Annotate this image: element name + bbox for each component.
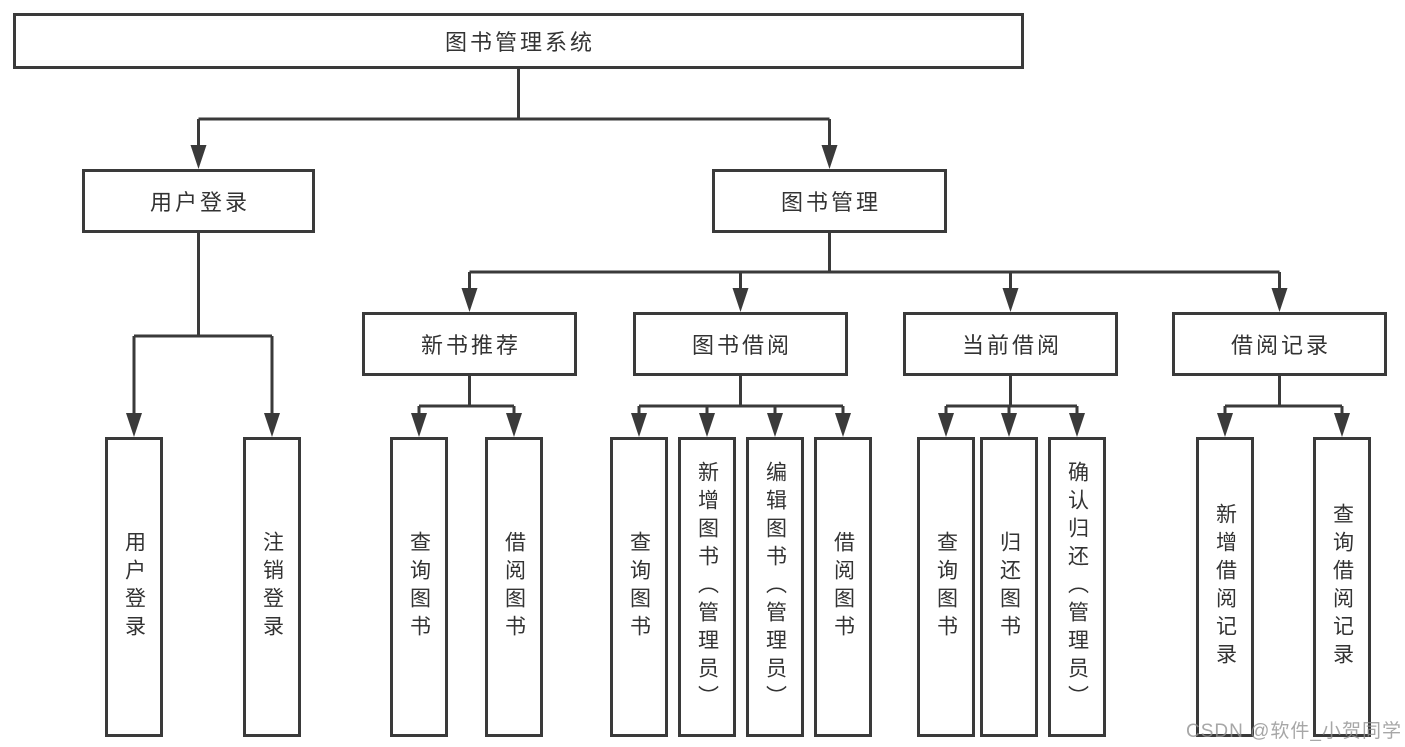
arrowhead-icon bbox=[835, 413, 851, 437]
arrowhead-icon bbox=[126, 413, 142, 437]
node-user-login: 用户登录 bbox=[82, 169, 315, 233]
leaf-query-borrow-record: 查询借阅记录 bbox=[1313, 437, 1371, 737]
node-label: 确认归还（管理员） bbox=[1065, 461, 1089, 713]
arrowhead-icon bbox=[732, 288, 749, 312]
leaf-edit-book-admin: 编辑图书（管理员） bbox=[746, 437, 804, 737]
arrowhead-icon bbox=[461, 288, 478, 312]
arrowhead-icon bbox=[1069, 413, 1085, 437]
node-label: 用户登录 bbox=[122, 531, 146, 643]
arrowhead-icon bbox=[506, 413, 522, 437]
node-label: 图书管理 bbox=[780, 190, 881, 215]
node-library-management-system: 图书管理系统 bbox=[13, 13, 1024, 69]
node-borrow-record: 借阅记录 bbox=[1172, 312, 1387, 376]
arrowhead-icon bbox=[1334, 413, 1350, 437]
arrowhead-icon bbox=[1217, 413, 1233, 437]
arrowhead-icon bbox=[821, 145, 838, 169]
node-label: 用户登录 bbox=[149, 190, 250, 215]
arrowhead-icon bbox=[938, 413, 954, 437]
arrowhead-icon bbox=[1001, 413, 1017, 437]
leaf-logout: 注销登录 bbox=[243, 437, 301, 737]
node-book-management: 图书管理 bbox=[712, 169, 947, 233]
leaf-borrow-book-2: 借阅图书 bbox=[814, 437, 872, 737]
node-label: 查询借阅记录 bbox=[1330, 503, 1354, 671]
node-label: 图书借阅 bbox=[691, 333, 792, 358]
node-label: 借阅图书 bbox=[502, 531, 526, 643]
arrowhead-icon bbox=[190, 145, 207, 169]
node-label: 借阅图书 bbox=[831, 531, 855, 643]
arrowhead-icon bbox=[1271, 288, 1288, 312]
leaf-user-login: 用户登录 bbox=[105, 437, 163, 737]
node-label: 新书推荐 bbox=[420, 333, 521, 358]
leaf-confirm-return-admin: 确认归还（管理员） bbox=[1048, 437, 1106, 737]
leaf-query-book-2: 查询图书 bbox=[610, 437, 668, 737]
node-label: 查询图书 bbox=[627, 531, 651, 643]
node-label: 图书管理系统 bbox=[444, 30, 595, 55]
node-new-book-recommend: 新书推荐 bbox=[362, 312, 577, 376]
arrowhead-icon bbox=[264, 413, 280, 437]
node-label: 编辑图书（管理员） bbox=[763, 461, 787, 713]
node-label: 查询图书 bbox=[934, 531, 958, 643]
leaf-borrow-book-1: 借阅图书 bbox=[485, 437, 543, 737]
node-label: 新增借阅记录 bbox=[1213, 503, 1237, 671]
node-book-borrow: 图书借阅 bbox=[633, 312, 848, 376]
node-label: 注销登录 bbox=[260, 531, 284, 643]
leaf-query-book-3: 查询图书 bbox=[917, 437, 975, 737]
leaf-add-borrow-record: 新增借阅记录 bbox=[1196, 437, 1254, 737]
arrowhead-icon bbox=[767, 413, 783, 437]
leaf-query-book-1: 查询图书 bbox=[390, 437, 448, 737]
node-current-borrow: 当前借阅 bbox=[903, 312, 1118, 376]
node-label: 当前借阅 bbox=[961, 333, 1062, 358]
node-label: 新增图书（管理员） bbox=[695, 461, 719, 713]
arrowhead-icon bbox=[411, 413, 427, 437]
leaf-return-book: 归还图书 bbox=[980, 437, 1038, 737]
arrowhead-icon bbox=[631, 413, 647, 437]
arrowhead-icon bbox=[1002, 288, 1019, 312]
node-label: 归还图书 bbox=[997, 531, 1021, 643]
leaf-add-book-admin: 新增图书（管理员） bbox=[678, 437, 736, 737]
arrowhead-icon bbox=[699, 413, 715, 437]
node-label: 查询图书 bbox=[407, 531, 431, 643]
csdn-watermark: CSDN @软件_小贺同学 bbox=[1186, 721, 1402, 742]
node-label: 借阅记录 bbox=[1230, 333, 1331, 358]
